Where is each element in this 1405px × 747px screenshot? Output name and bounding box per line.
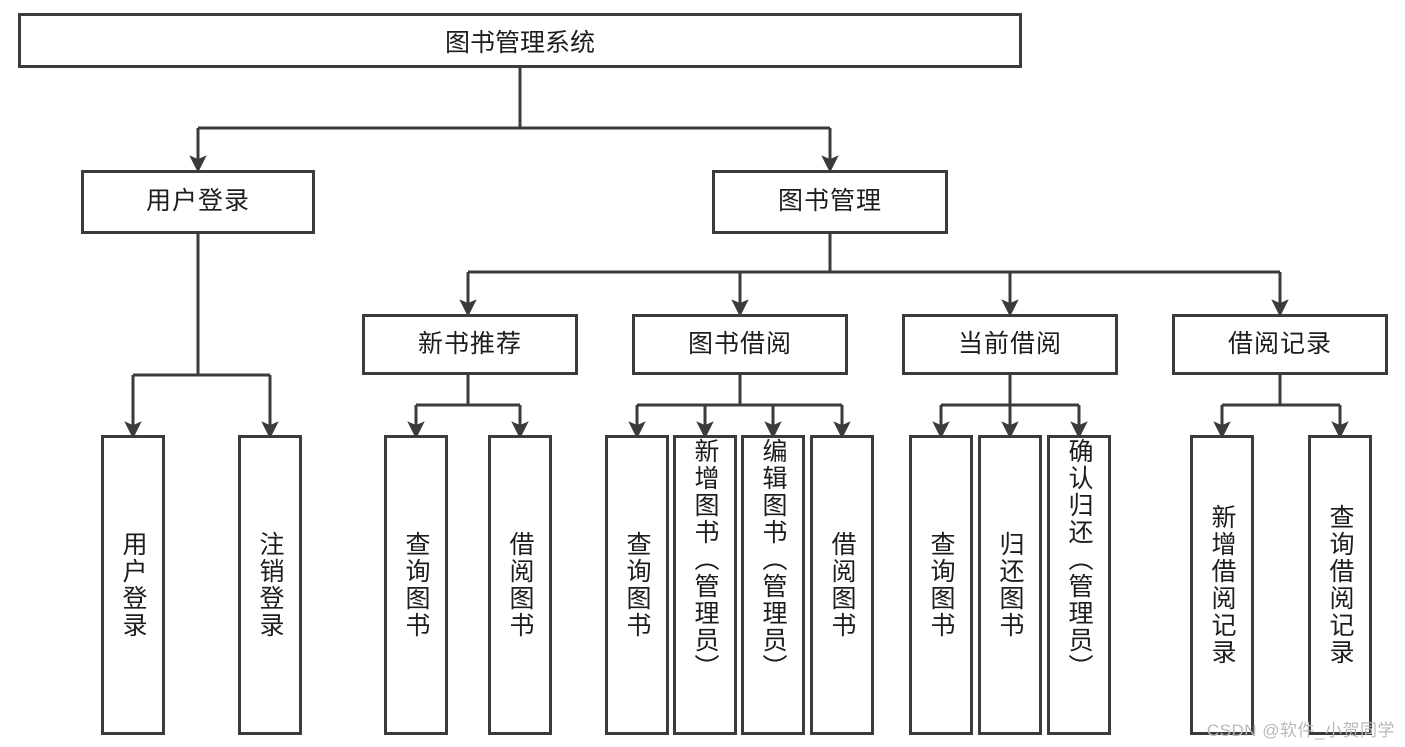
leaf-label: 查询图书 (927, 531, 955, 639)
node-label: 当前借阅 (957, 329, 1062, 358)
leaf-label: 查询图书 (623, 531, 651, 639)
leaf-record-add-record[interactable]: 新增借阅记录 (1190, 435, 1254, 735)
node-label: 图书管理系统 (444, 28, 595, 57)
node-book-manage[interactable]: 图书管理 (712, 170, 948, 234)
leaf-borrow-edit-book-admin[interactable]: 编辑图书（管理员） (741, 435, 805, 735)
leaf-label: 确认归还（管理员） (1065, 438, 1093, 681)
leaf-new-book-borrow[interactable]: 借阅图书 (488, 435, 552, 735)
leaf-label: 借阅图书 (828, 531, 856, 639)
node-book-borrow[interactable]: 图书借阅 (632, 314, 848, 375)
leaf-current-confirm-return-admin[interactable]: 确认归还（管理员） (1047, 435, 1111, 735)
leaf-borrow-query-book[interactable]: 查询图书 (605, 435, 669, 735)
node-root-system[interactable]: 图书管理系统 (18, 13, 1022, 68)
node-current-borrow[interactable]: 当前借阅 (902, 314, 1118, 375)
leaf-label: 新增图书（管理员） (691, 438, 719, 681)
leaf-borrow-add-book-admin[interactable]: 新增图书（管理员） (673, 435, 737, 735)
leaf-label: 新增借阅记录 (1208, 504, 1236, 666)
leaf-label: 查询图书 (402, 531, 430, 639)
leaf-user-login-login[interactable]: 用户登录 (101, 435, 165, 735)
node-label: 图书管理 (777, 187, 882, 216)
node-label: 借阅记录 (1227, 329, 1332, 358)
node-user-login[interactable]: 用户登录 (81, 170, 315, 234)
leaf-label: 查询借阅记录 (1326, 504, 1354, 666)
leaf-borrow-borrow-book[interactable]: 借阅图书 (810, 435, 874, 735)
leaf-label: 借阅图书 (506, 531, 534, 639)
node-label: 新书推荐 (417, 329, 522, 358)
node-new-book-recommend[interactable]: 新书推荐 (362, 314, 578, 375)
node-label: 图书借阅 (687, 329, 792, 358)
leaf-label: 用户登录 (119, 531, 147, 639)
watermark-text: CSDN @软件_小贺同学 (1206, 721, 1395, 740)
leaf-label: 归还图书 (996, 531, 1024, 639)
leaf-current-return-book[interactable]: 归还图书 (978, 435, 1042, 735)
node-label: 用户登录 (145, 187, 250, 216)
leaf-current-query-book[interactable]: 查询图书 (909, 435, 973, 735)
leaf-record-query-record[interactable]: 查询借阅记录 (1308, 435, 1372, 735)
leaf-label: 编辑图书（管理员） (759, 438, 787, 681)
node-borrow-record[interactable]: 借阅记录 (1172, 314, 1388, 375)
leaf-label: 注销登录 (256, 531, 284, 639)
leaf-user-login-logout[interactable]: 注销登录 (238, 435, 302, 735)
leaf-new-book-query[interactable]: 查询图书 (384, 435, 448, 735)
